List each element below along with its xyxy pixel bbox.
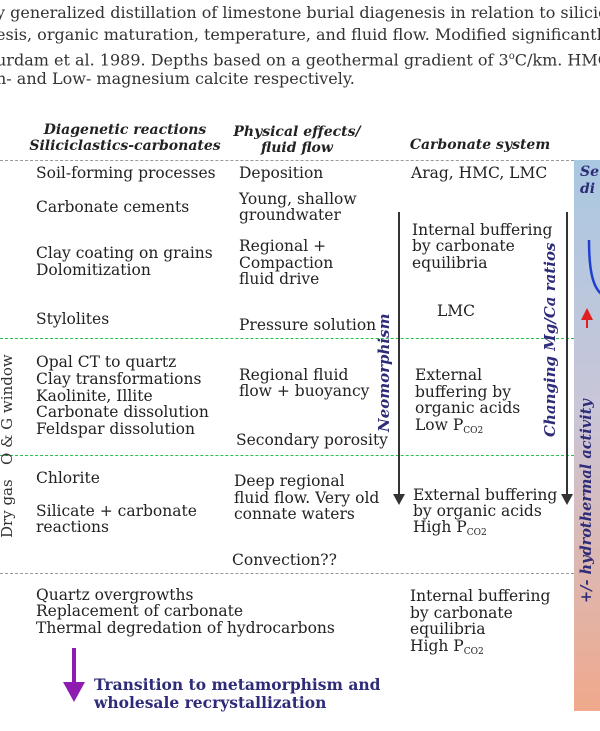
silicate-carbonate-reactions-2: reactions xyxy=(36,518,109,536)
regional-2: Compaction xyxy=(239,254,334,272)
neomorphism-label: Neomorphism xyxy=(375,313,393,432)
deep-regional-2: fluid flow. Very old xyxy=(234,489,380,507)
hydrothermal-activity-label: +/- hydrothermal activity xyxy=(578,399,595,603)
header-physical-effects: Physical effects/fluid flow xyxy=(233,124,361,156)
clay-coating: Clay coating on grains xyxy=(36,244,213,262)
dolomitization: Dolomitization xyxy=(36,261,151,279)
soil-forming-processes: Soil-forming processes xyxy=(36,164,216,182)
caption-line-3: urdam et al. 1989. Depths based on a geo… xyxy=(0,50,600,70)
young-shallow-2: groundwater xyxy=(239,206,341,224)
high-pco2-2: High PCO2 xyxy=(410,637,484,657)
mgca-arrowhead xyxy=(561,494,573,505)
mgca-arrow-shaft xyxy=(566,212,568,497)
silicate-carbonate-reactions-1: Silicate + carbonate xyxy=(36,502,197,520)
clay-transformations: Clay transformations xyxy=(36,370,202,388)
internal-buffering-3: equilibria xyxy=(412,254,488,272)
pressure-solution: Pressure solution xyxy=(239,316,377,334)
internal-buffering-6: equilibria xyxy=(410,620,486,638)
deposition: Deposition xyxy=(239,164,324,182)
regional-fluid-2: flow + buoyancy xyxy=(239,382,370,400)
deep-regional-3: connate waters xyxy=(234,505,355,523)
external-buffering-2: by organic acids xyxy=(413,502,542,520)
og-window-label: O & G window xyxy=(0,354,16,465)
secondary-porosity: Secondary porosity xyxy=(236,431,388,449)
feldspar-dissolution: Feldspar dissolution xyxy=(36,420,195,438)
low-pco2: Low PCO2 xyxy=(415,416,484,436)
internal-buffering-5: by carbonate xyxy=(410,604,513,622)
young-shallow-1: Young, shallow xyxy=(239,190,357,208)
stylolites: Stylolites xyxy=(36,310,110,328)
internal-buffering-2: by carbonate xyxy=(412,237,515,255)
carbonate-cements: Carbonate cements xyxy=(36,198,190,216)
convection: Convection?? xyxy=(232,551,337,569)
og-window-top-line xyxy=(0,338,574,339)
header-carbonate-system: Carbonate system xyxy=(409,137,551,153)
arag-hmc-lmc: Arag, HMC, LMC xyxy=(411,164,548,182)
caption-line-4: h- and Low- magnesium calcite respective… xyxy=(0,69,355,88)
regional-3: fluid drive xyxy=(239,270,320,288)
caption-line-2: esis, organic maturation, temperature, a… xyxy=(0,25,600,44)
opal-ct-to-quartz: Opal CT to quartz xyxy=(36,353,177,371)
carbonate-dissolution: Carbonate dissolution xyxy=(36,403,209,421)
kaolinite-illite: Kaolinite, Illite xyxy=(36,387,153,405)
regional-1: Regional + xyxy=(239,237,327,255)
external-2: buffering by xyxy=(415,383,511,401)
internal-buffering-1: Internal buffering xyxy=(412,221,553,239)
high-pco2-1: High PCO2 xyxy=(413,518,487,538)
header-separator xyxy=(0,160,574,161)
neomorphism-arrow-shaft xyxy=(398,212,400,497)
external-3: organic acids xyxy=(415,399,521,417)
temperature-gradient-bar xyxy=(574,160,600,711)
dry-gas-label: Dry gas xyxy=(0,479,16,538)
transition-arrow-shaft xyxy=(72,648,76,685)
lower-separator xyxy=(0,573,574,574)
chlorite: Chlorite xyxy=(36,469,100,487)
mgca-ratios-label: Changing Mg/Ca ratios xyxy=(541,242,559,437)
regional-fluid-1: Regional fluid xyxy=(239,366,349,384)
deep-regional-1: Deep regional xyxy=(234,472,345,490)
external-buffering-1: External buffering xyxy=(413,486,558,504)
thermal-degradation: Thermal degredation of hydrocarbons xyxy=(36,619,335,637)
replacement-of-carbonate: Replacement of carbonate xyxy=(36,602,244,620)
right-panel-curves xyxy=(581,239,600,328)
og-window-bottom-line xyxy=(0,455,574,456)
internal-buffering-4: Internal buffering xyxy=(410,587,551,605)
caption-line-1: y generalized distillation of limestone … xyxy=(0,3,600,22)
external-1: External xyxy=(415,366,483,384)
quartz-overgrowths: Quartz overgrowths xyxy=(36,586,194,604)
lmc: LMC xyxy=(437,302,476,320)
transition-arrowhead xyxy=(63,682,85,702)
neomorphism-arrowhead xyxy=(393,494,405,505)
